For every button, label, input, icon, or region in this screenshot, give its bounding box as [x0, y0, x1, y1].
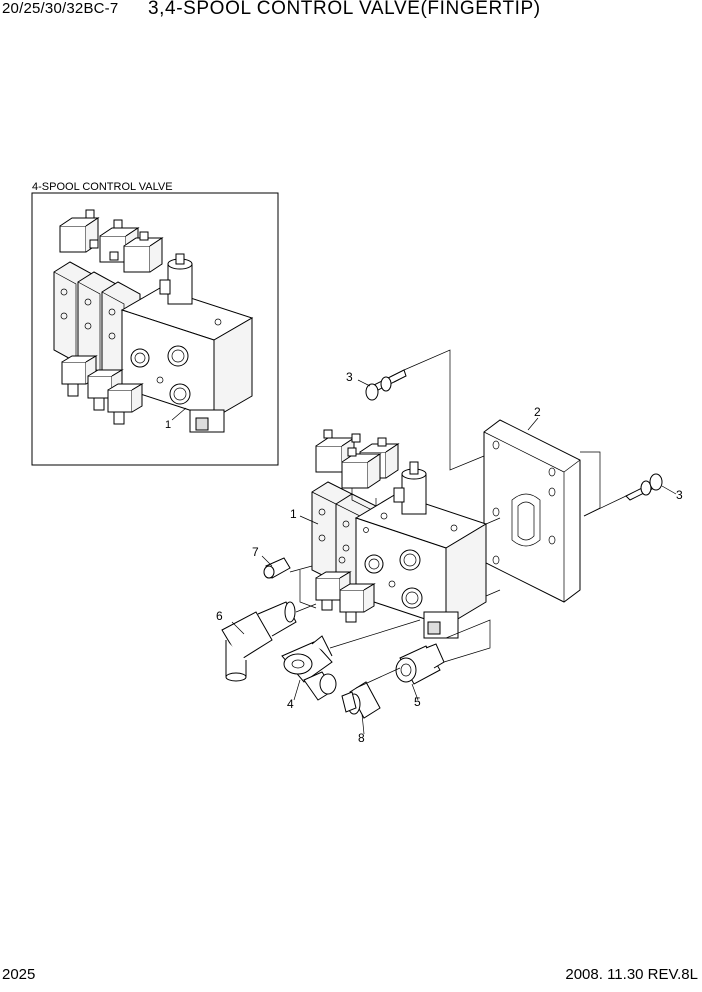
callout-8: 8	[358, 731, 365, 745]
model-number: 20/25/30/32BC-7	[2, 0, 119, 17]
bolt-washer-set-right	[625, 473, 663, 501]
bolt-washer-set-upper	[365, 369, 407, 401]
callout-7: 7	[252, 545, 259, 559]
pressure-switch	[341, 681, 381, 719]
plug-fitting	[263, 557, 291, 579]
callout-4: 4	[287, 697, 294, 711]
callout-1: 1	[290, 507, 297, 521]
inset-callout-1: 1	[165, 419, 171, 431]
main-solenoids-bottom	[315, 571, 376, 623]
callout-3-upper: 3	[346, 370, 353, 384]
callout-3-right: 3	[676, 488, 683, 502]
swivel-fitting	[281, 635, 337, 701]
inset-solenoids-bottom	[61, 355, 144, 425]
inset-frame	[31, 192, 279, 466]
elbow-fitting	[221, 601, 297, 682]
callout-numbers: 1 2 3 3 4 5 6 7 8	[216, 370, 683, 745]
leader-lines	[231, 349, 677, 735]
mounting-plate	[483, 419, 581, 603]
inset-4-spool-control-valve: 4-SPOOL CONTROL VALVE	[31, 181, 279, 466]
inset-main-body	[120, 253, 254, 433]
callout-5: 5	[414, 695, 421, 709]
callout-2: 2	[534, 405, 541, 419]
main-valve-body	[354, 461, 488, 639]
page-number: 2025	[2, 966, 36, 983]
revision-date: 2008. 11.30 REV.8L	[565, 966, 698, 983]
straight-adapter	[395, 643, 445, 685]
inset-solenoids-top	[59, 209, 164, 273]
page-title: 3,4-SPOOL CONTROL VALVE(FINGERTIP)	[148, 0, 541, 19]
inset-label: 4-SPOOL CONTROL VALVE	[32, 181, 173, 193]
callout-6: 6	[216, 609, 223, 623]
main-solenoids-top	[315, 429, 400, 513]
